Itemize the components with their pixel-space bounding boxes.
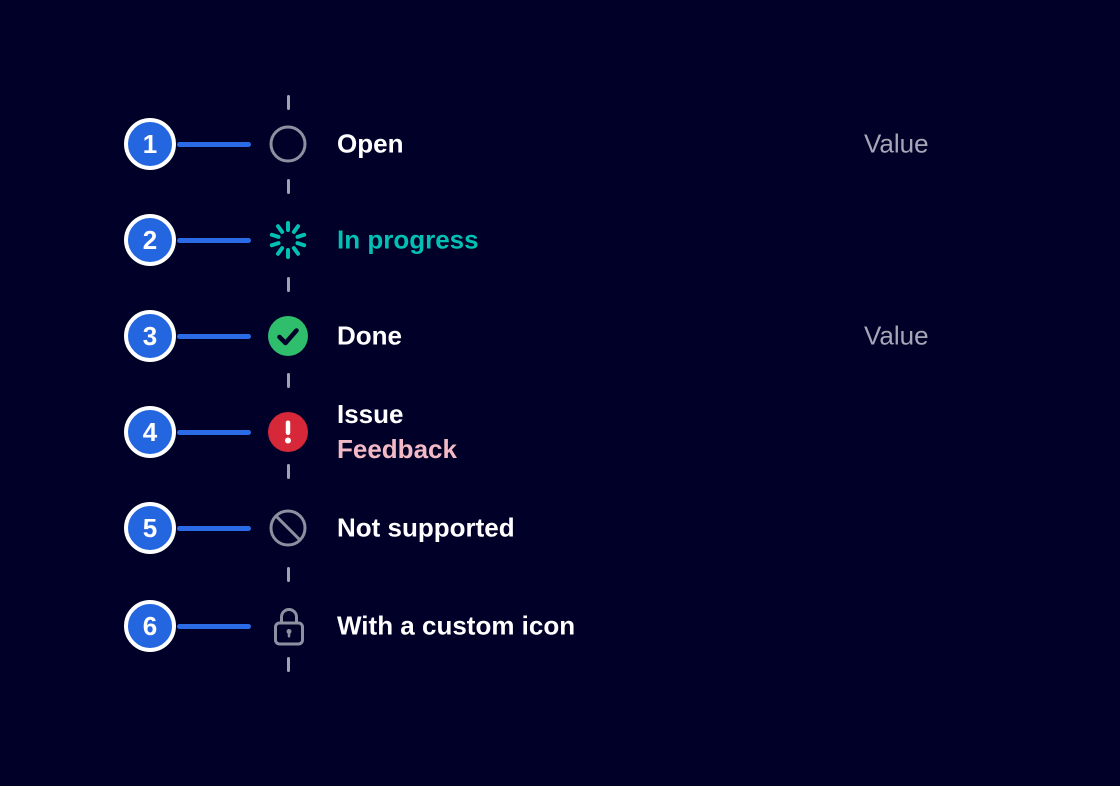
lock-icon <box>269 602 309 648</box>
status-label-group: With a custom icon <box>337 609 575 644</box>
timeline-dash <box>286 277 290 292</box>
status-label: Issue <box>337 399 404 429</box>
status-label: In progress <box>337 224 479 255</box>
status-label-group: Open <box>337 127 403 162</box>
step-number: 2 <box>142 225 158 255</box>
step-number-badge: 6 <box>124 600 176 652</box>
status-label: Not supported <box>337 512 515 543</box>
step-number-badge: 5 <box>124 502 176 554</box>
step-number-badge: 1 <box>124 118 176 170</box>
timeline-dash <box>286 567 290 582</box>
timeline-dash <box>286 179 290 194</box>
timeline-dash <box>286 657 290 672</box>
timeline-dash <box>286 95 290 110</box>
step-number: 1 <box>142 129 158 159</box>
status-label-group: Done <box>337 319 402 354</box>
alert-circle-icon <box>268 412 308 452</box>
timeline-dash <box>286 373 290 388</box>
status-label: With a custom icon <box>337 610 576 641</box>
value-text: Value <box>864 320 929 351</box>
status-label: Open <box>337 128 404 159</box>
value-text: Value <box>864 128 929 159</box>
step-number-badge: 3 <box>124 310 176 362</box>
marker-connector-line <box>177 333 251 339</box>
step-number: 6 <box>142 611 158 641</box>
status-label-group: Not supported <box>337 511 515 546</box>
marker-connector-line <box>177 525 251 531</box>
step-number: 4 <box>142 417 158 447</box>
marker-connector-line <box>177 237 251 243</box>
check-circle-icon <box>268 316 308 356</box>
timeline-dash <box>286 464 290 479</box>
prohibited-icon <box>268 508 308 548</box>
status-label: Done <box>337 320 402 351</box>
status-label-group: Issue Feedback <box>337 397 457 467</box>
status-label-group: In progress <box>337 223 479 258</box>
marker-connector-line <box>177 623 251 629</box>
status-sublabel: Feedback <box>337 434 457 464</box>
step-number-badge: 2 <box>124 214 176 266</box>
step-number-badge: 4 <box>124 406 176 458</box>
marker-connector-line <box>177 429 251 435</box>
spinner-icon <box>268 220 308 260</box>
open-circle-icon <box>268 124 308 164</box>
marker-connector-line <box>177 141 251 147</box>
step-number: 5 <box>142 513 158 543</box>
step-number: 3 <box>142 321 158 351</box>
